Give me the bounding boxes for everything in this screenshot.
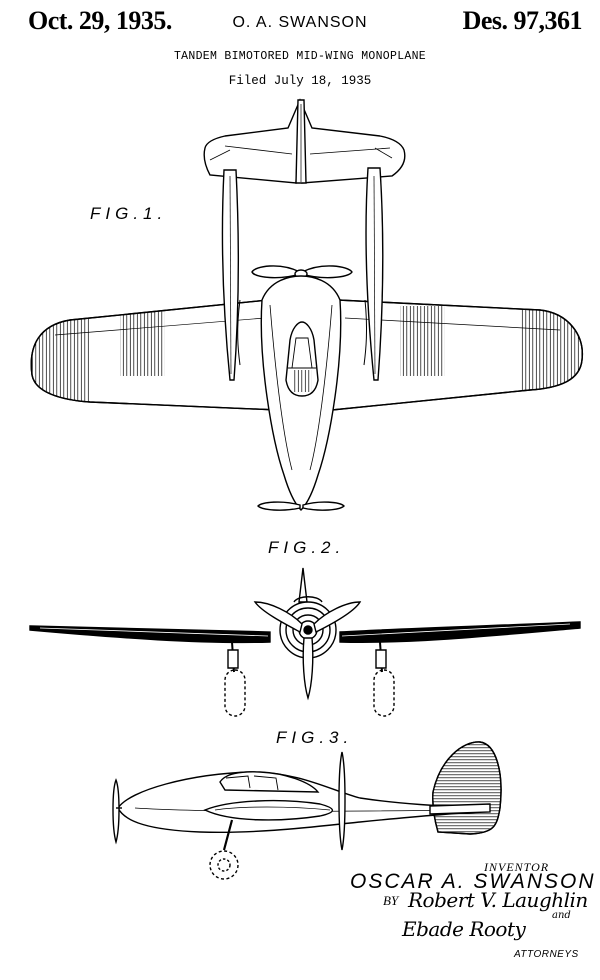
attorney-signature-2: Ebade Rooty xyxy=(402,917,526,941)
fig2-label: FIG.2. xyxy=(268,538,346,557)
filed-date: Filed July 18, 1935 xyxy=(228,74,372,88)
patent-date: Oct. 29, 1935. xyxy=(28,6,172,35)
inventor-caption: INVENTOR xyxy=(484,860,550,874)
attorney-signature-1: Robert V. Laughlin xyxy=(408,888,588,912)
attorneys-caption: ATTORNEYS xyxy=(514,949,579,960)
and-label: and xyxy=(552,910,571,921)
fig3-label: FIG.3. xyxy=(276,728,354,747)
fig1-label: FIG.1. xyxy=(90,204,168,223)
inventor-name: OSCAR A. SWANSON xyxy=(350,870,596,893)
fig3-side-view xyxy=(112,741,502,880)
by-label: BY xyxy=(383,893,399,908)
design-number: Des. 97,361 xyxy=(462,6,583,35)
fig2-front-view xyxy=(29,567,581,717)
inventor-header: O. A. SWANSON xyxy=(232,14,368,31)
patent-title: TANDEM BIMOTORED MID-WING MONOPLANE xyxy=(173,50,427,63)
fig1-plan-view xyxy=(30,98,584,511)
